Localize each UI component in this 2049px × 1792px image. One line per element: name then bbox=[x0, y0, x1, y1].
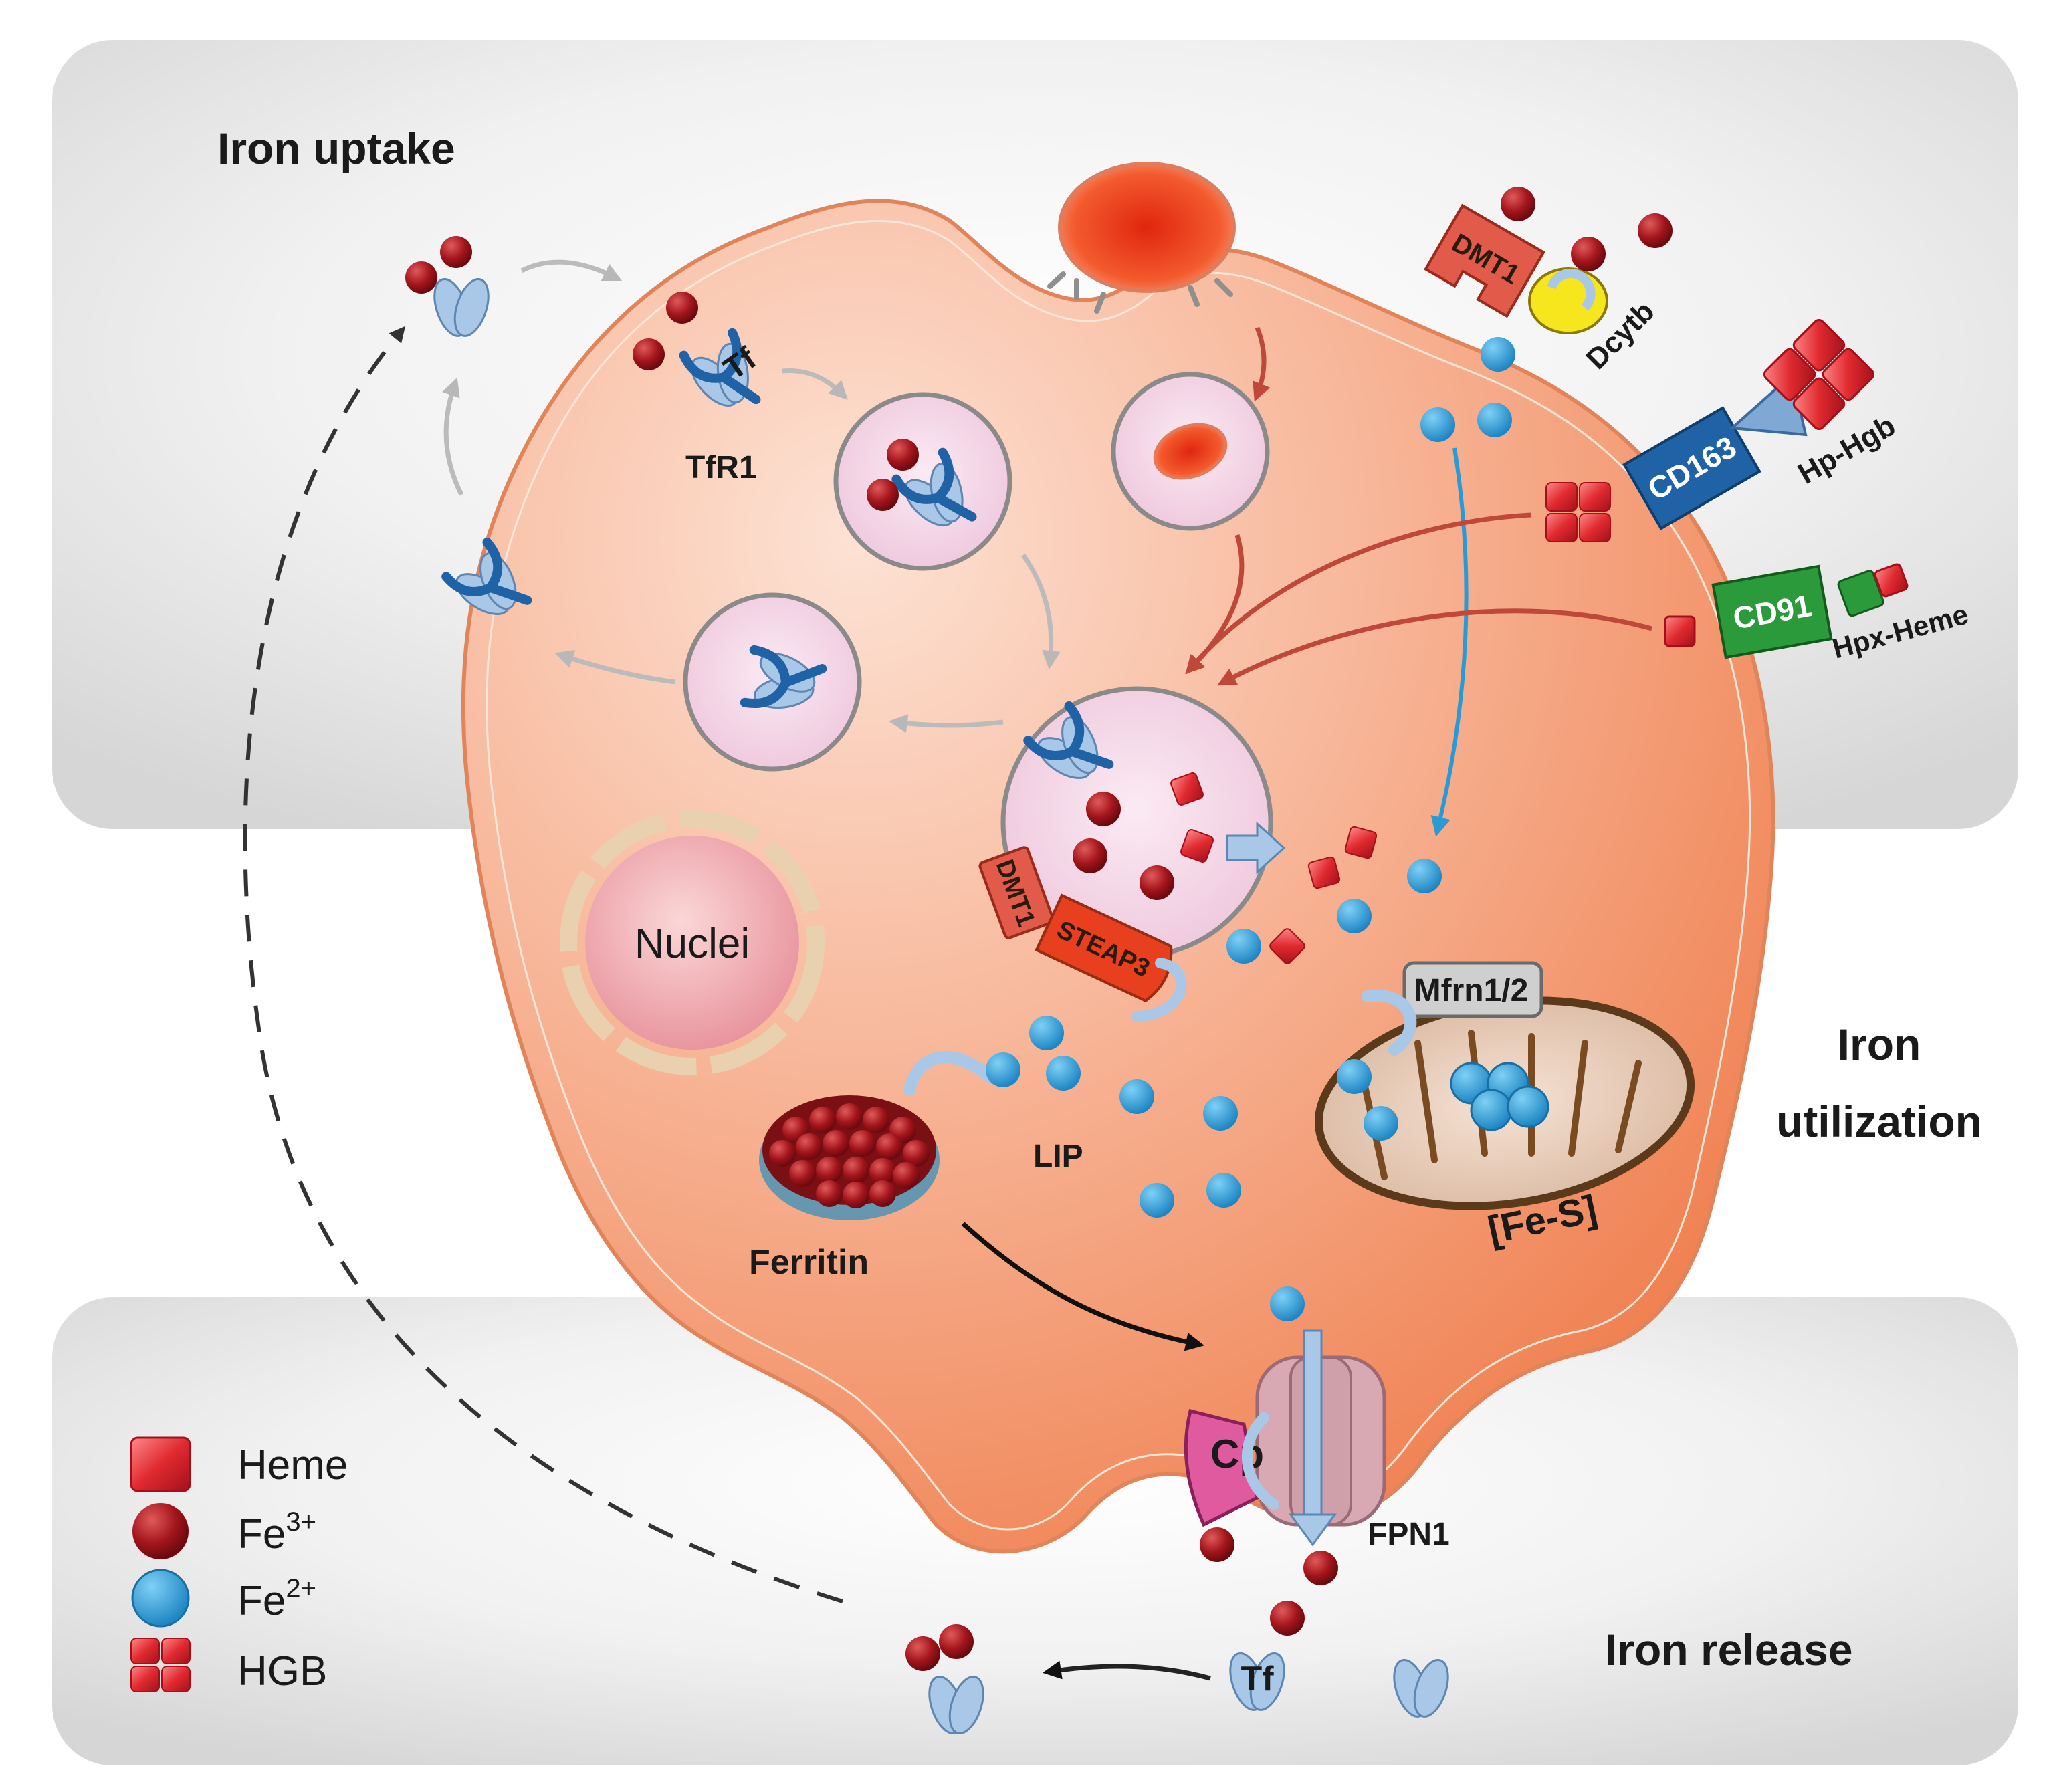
fe3-outside-2 bbox=[1571, 237, 1606, 271]
fe2-in-2 bbox=[1420, 407, 1455, 442]
cytosolic-heme-3 bbox=[1269, 928, 1305, 964]
recycle-dashed-arrow bbox=[243, 326, 843, 1603]
arrow-tf-release bbox=[1042, 1660, 1211, 1681]
lip-fe2-4 bbox=[1119, 1079, 1154, 1114]
section-iron-utilization-line2: utilization bbox=[1776, 1097, 1982, 1146]
legend: Heme Fe3+ Fe2+ HGB bbox=[130, 1436, 348, 1694]
arrow-ferritin-to-export bbox=[961, 1222, 1204, 1351]
internalized-heme bbox=[1664, 615, 1696, 647]
fe2-in-1 bbox=[1481, 337, 1515, 372]
acidic-endosome bbox=[1000, 686, 1273, 959]
nucleus: Nuclei bbox=[560, 810, 825, 1075]
section-iron-release: Iron release bbox=[1605, 1625, 1853, 1674]
cd91-receptor: CD91 bbox=[1711, 564, 1833, 659]
fe2-in-3 bbox=[1477, 403, 1512, 437]
fpn1-label: FPN1 bbox=[1368, 1517, 1450, 1552]
ferrous-iron-icon bbox=[131, 1569, 190, 1628]
arrow-apo-tf-release bbox=[442, 377, 464, 496]
arrow-fe2-to-lip bbox=[1430, 447, 1469, 837]
arrow-to-recycling-endosome bbox=[888, 714, 1004, 733]
nuclei-label: Nuclei bbox=[635, 921, 750, 967]
released-fe3-3 bbox=[1270, 1601, 1305, 1636]
arrow-tf-to-receptor bbox=[520, 259, 623, 282]
fe3-outside-1 bbox=[1501, 187, 1535, 221]
heme-icon bbox=[130, 1436, 191, 1492]
arrow-heme-to-endosome bbox=[1217, 608, 1652, 686]
tf-release-label: Tf bbox=[1241, 1660, 1274, 1698]
lip-fe2-7 bbox=[1206, 1173, 1241, 1208]
ceruloplasmin: Cp bbox=[1184, 1408, 1264, 1527]
fe3-on-tf-1 bbox=[666, 292, 698, 324]
mitoferrin-transporter: Mfrn1/2 bbox=[1402, 961, 1543, 1018]
released-fe3-2 bbox=[1303, 1551, 1338, 1585]
fe2-cyto-1 bbox=[1407, 859, 1442, 893]
legend-heme-label: Heme bbox=[237, 1442, 348, 1488]
lip-fe2-5 bbox=[1203, 1096, 1238, 1131]
mitochondrion bbox=[1314, 996, 1695, 1210]
holo-transferrin-outside bbox=[405, 236, 496, 342]
fe3-outside-3 bbox=[1638, 213, 1673, 248]
arrow-recycling-to-membrane bbox=[554, 650, 676, 685]
ferritin bbox=[759, 1095, 940, 1220]
internalized-hgb bbox=[1545, 482, 1611, 542]
endosome-tf-loaded bbox=[833, 392, 1012, 571]
cytosolic-heme-2 bbox=[1344, 826, 1378, 859]
hemoglobin-icon bbox=[130, 1638, 191, 1692]
transferrin-release: Tf bbox=[1222, 1648, 1292, 1716]
cell-membrane-inner bbox=[486, 219, 1751, 1531]
fe2-cyto-2 bbox=[1337, 899, 1372, 933]
released-fe3-1 bbox=[1200, 1527, 1234, 1562]
fe2-cyto-3 bbox=[1226, 929, 1261, 964]
mfrn-import-arrow bbox=[1362, 989, 1417, 1056]
holo-transferrin-released bbox=[905, 1624, 991, 1739]
ferric-iron-icon bbox=[132, 1503, 189, 1559]
ferritin-label: Ferritin bbox=[749, 1243, 869, 1282]
section-iron-uptake: Iron uptake bbox=[217, 124, 455, 173]
tfr1-label: TfR1 bbox=[685, 450, 757, 485]
heme-export-arrow bbox=[1226, 821, 1286, 875]
hp-hgb-complex: Hp-Hgb bbox=[1729, 318, 1901, 491]
reduction-arrow-steap3 bbox=[1131, 958, 1187, 1022]
ferroportin bbox=[1255, 1329, 1386, 1547]
cytosolic-heme-1 bbox=[1307, 856, 1341, 889]
lip-fe2-1 bbox=[1029, 1016, 1064, 1050]
lip-fe2-8 bbox=[1270, 1286, 1305, 1321]
arrow-rbc-phagocytosis bbox=[1253, 326, 1271, 402]
dmt1-endosome: DMT1 bbox=[978, 846, 1055, 939]
legend-fe2-label: Fe2+ bbox=[237, 1574, 316, 1624]
lip-fe2-2 bbox=[986, 1052, 1020, 1087]
section-iron-utilization-line1: Iron bbox=[1838, 1020, 1921, 1069]
red-blood-cell bbox=[1047, 162, 1236, 314]
lip-label: LIP bbox=[1033, 1139, 1083, 1174]
legend-hgb-label: HGB bbox=[237, 1648, 327, 1694]
fe3-on-tf-2 bbox=[633, 338, 665, 370]
arrow-endosome-to-acidic bbox=[1021, 553, 1061, 670]
endosome-recycling bbox=[683, 592, 862, 772]
legend-fe3-label: Fe3+ bbox=[237, 1507, 316, 1557]
cp-oxidation-arrow bbox=[1241, 1412, 1279, 1510]
lip-fe2-3 bbox=[1046, 1056, 1081, 1091]
arrow-tfr1-to-endosome bbox=[782, 368, 848, 400]
phagosome-rbc bbox=[1111, 372, 1270, 531]
arrow-hgb-to-endosome bbox=[1185, 512, 1532, 675]
mfrn-label: Mfrn1/2 bbox=[1414, 973, 1529, 1008]
lip-fe2-6 bbox=[1140, 1183, 1174, 1218]
ferritin-storage-arrow bbox=[903, 1051, 996, 1096]
